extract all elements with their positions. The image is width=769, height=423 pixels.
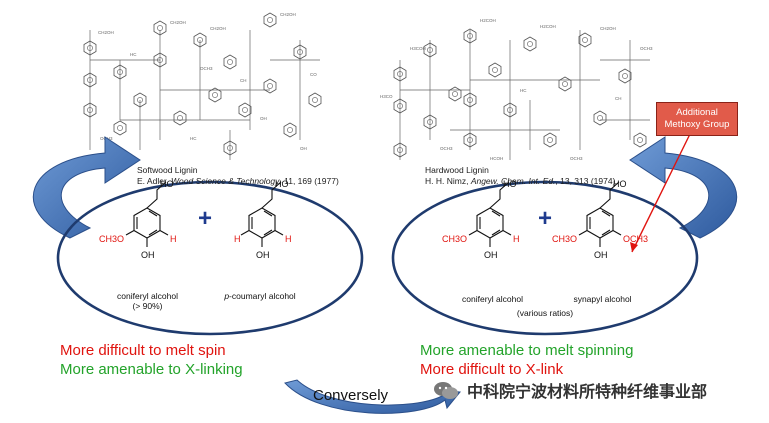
monomer-rings xyxy=(125,181,622,247)
svg-text:OCH3: OCH3 xyxy=(200,66,213,71)
watermark: 中科院宁波材料所特种纤维事业部 xyxy=(433,378,707,402)
svg-text:CH2OH: CH2OH xyxy=(98,30,114,35)
svg-text:OCH3: OCH3 xyxy=(570,156,583,161)
right-m2-right-sub: OCH3 xyxy=(623,234,648,244)
svg-text:OH: OH xyxy=(260,116,267,121)
right-m1-name: coniferyl alcohol xyxy=(462,294,523,304)
left-m2-right-sub: H xyxy=(285,234,292,244)
left-m1-note: (> 90%) xyxy=(132,301,163,311)
left-m1-right-sub: H xyxy=(170,234,177,244)
left-curved-arrow xyxy=(32,136,141,239)
wechat-logo-icon xyxy=(434,382,458,399)
right-curved-arrow xyxy=(629,136,738,239)
right-m1-left-sub: CH3O xyxy=(442,234,467,244)
left-m2-left-sub: H xyxy=(234,234,241,244)
svg-text:CH: CH xyxy=(615,96,622,101)
left-m2-top: HO xyxy=(275,179,289,189)
right-statement-2: More difficult to X-link xyxy=(420,361,564,378)
left-m1-name: coniferyl alcohol xyxy=(117,291,178,301)
left-statement-2: More amenable to X-linking xyxy=(60,361,243,378)
conversely-label: Conversely xyxy=(313,387,389,404)
left-m1-top: HO xyxy=(160,179,174,189)
right-m2-top: HO xyxy=(613,179,627,189)
svg-text:CH2OH: CH2OH xyxy=(600,26,616,31)
left-plus-sign: + xyxy=(198,205,212,232)
svg-text:HC: HC xyxy=(130,52,137,57)
svg-text:CH2OH: CH2OH xyxy=(210,26,226,31)
methoxy-callout-box: Additional Methoxy Group xyxy=(656,102,738,136)
hardwood-lignin-structure xyxy=(393,28,650,160)
right-m1-caption: coniferyl alcohol xyxy=(450,294,535,304)
right-m1-bottom: OH xyxy=(484,250,498,260)
svg-text:HC: HC xyxy=(520,88,527,93)
right-plus-sign: + xyxy=(538,205,552,232)
svg-text:OH: OH xyxy=(300,146,307,151)
svg-text:H3COH: H3COH xyxy=(410,46,426,51)
right-ellipse xyxy=(391,180,699,336)
right-m1-right-sub: H xyxy=(513,234,520,244)
left-m2-bottom: OH xyxy=(256,250,270,260)
callout-arrowhead xyxy=(630,242,638,252)
svg-text:CH: CH xyxy=(240,78,247,83)
right-m2-bottom: OH xyxy=(594,250,608,260)
svg-text:CH2OH: CH2OH xyxy=(170,20,186,25)
softwood-reference: E. Adler, Wood Science & Technology, 11,… xyxy=(137,176,339,186)
callout-arrow-line xyxy=(631,133,691,253)
left-m2-name-prefix: p xyxy=(224,291,230,301)
callout-line-2: Methoxy Group xyxy=(664,119,730,130)
svg-text:H2COH: H2COH xyxy=(480,18,496,23)
right-m2-caption: synapyl alcohol xyxy=(560,294,645,304)
left-m2-caption: p-coumaryl alcohol xyxy=(210,291,310,301)
left-m2-name-rest: -coumaryl alcohol xyxy=(229,291,296,301)
svg-text:CH2OH: CH2OH xyxy=(280,12,296,17)
right-statement-1: More amenable to melt spinning xyxy=(420,342,634,359)
watermark-text: 中科院宁波材料所特种纤维事业部 xyxy=(467,384,708,401)
softwood-citation: Softwood Lignin E. Adler, Wood Science &… xyxy=(137,165,339,187)
conversely-curved-arrow xyxy=(284,379,461,414)
right-m2-name: synapyl alcohol xyxy=(573,294,632,304)
left-m1-bottom: OH xyxy=(141,250,155,260)
left-m1-left-sub: CH3O xyxy=(99,234,124,244)
left-m1-caption: coniferyl alcohol (> 90%) xyxy=(105,291,190,311)
svg-text:OCH3: OCH3 xyxy=(440,146,453,151)
svg-text:HCOH: HCOH xyxy=(490,156,503,161)
left-statement-1: More difficult to melt spin xyxy=(60,342,226,359)
softwood-title: Softwood Lignin xyxy=(137,165,198,175)
hardwood-title: Hardwood Lignin xyxy=(425,165,489,175)
svg-text:HC: HC xyxy=(190,136,197,141)
hardwood-reference: H. H. Nimz, Angew. Chem. Int. Ed., 13, 3… xyxy=(425,176,616,186)
svg-text:H2COH: H2COH xyxy=(540,24,556,29)
svg-text:CO: CO xyxy=(310,72,317,77)
svg-text:OCH3: OCH3 xyxy=(640,46,653,51)
callout-line-1: Additional xyxy=(676,107,718,118)
softwood-lignin-structure xyxy=(83,12,322,160)
svg-text:H3CO: H3CO xyxy=(380,94,393,99)
hardwood-citation: Hardwood Lignin H. H. Nimz, Angew. Chem.… xyxy=(425,165,615,187)
left-ellipse xyxy=(56,180,364,336)
right-m1-top: HO xyxy=(503,179,517,189)
right-m2-left-sub: CH3O xyxy=(552,234,577,244)
right-ratio-note: (various ratios) xyxy=(516,308,574,318)
